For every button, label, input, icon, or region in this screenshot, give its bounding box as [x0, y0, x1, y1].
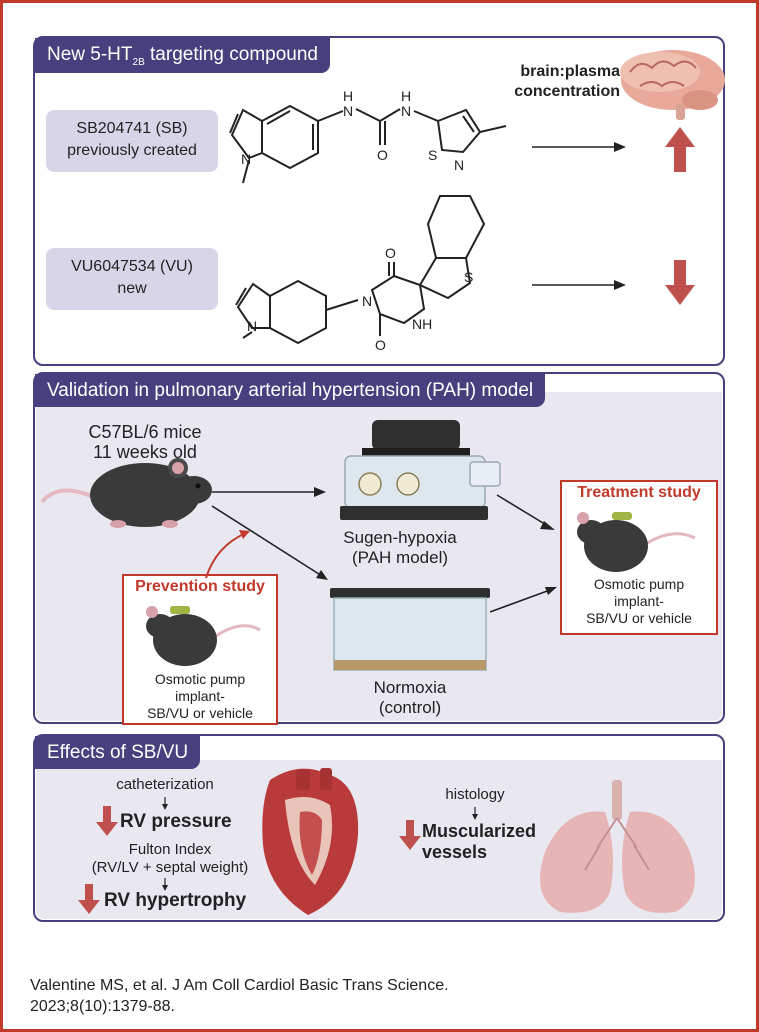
vu6047534-atoms: N N O O S NH: [247, 245, 473, 353]
section-title-compound: New 5-HT2B targeting compound: [35, 38, 330, 73]
compound1-note: previously created: [67, 142, 197, 159]
rv-pressure-label: RV pressure: [120, 811, 232, 832]
flow-arrows: [211, 491, 551, 613]
treatment-line3: SB/VU or vehicle: [586, 610, 692, 626]
fulton-index-label: Fulton Index (RV/LV + septal weight): [55, 841, 285, 877]
prevention-line2: implant-: [175, 688, 225, 704]
mice-age: 11 weeks old: [93, 442, 197, 462]
muscularized-line2: vessels: [422, 842, 488, 862]
prevention-mouse: [146, 606, 261, 666]
atom-n: N: [247, 318, 257, 334]
atom-h: H: [343, 88, 353, 104]
section-title-effects: Effects of SB/VU: [35, 736, 201, 769]
atom-o: O: [377, 147, 388, 163]
atom-nh: NH: [412, 316, 432, 332]
hypoxia-chamber: [340, 420, 501, 520]
hypoxia-subtitle: (PAH model): [351, 548, 449, 567]
compound2-name: VU6047534 (VU): [71, 258, 193, 275]
atom-s: S: [464, 269, 473, 285]
atom-n: N: [454, 157, 464, 173]
normoxia-subtitle: (control): [378, 698, 442, 717]
arrow-head-right: [614, 142, 626, 152]
prevention-arrow: [205, 532, 247, 579]
brain-plasma-label: brain:plasma concentration: [514, 63, 620, 100]
treatment-line1: Osmotic pump: [593, 576, 685, 592]
treatment-line2: implant-: [614, 593, 664, 609]
arrow-head-right: [316, 570, 328, 580]
rv-hypertrophy-label: RV hypertrophy: [104, 890, 247, 911]
arrow-head-right: [540, 521, 555, 530]
vu6047534-structure: [235, 195, 486, 345]
citation-line1: Valentine MS, et al. J Am Coll Cardiol B…: [30, 977, 449, 994]
arrow-head-prevention: [239, 530, 250, 539]
title-main: New 5-HT: [47, 44, 133, 65]
section2-graphics: [40, 420, 696, 671]
section-title-validation: Validation in pulmonary arterial hyperte…: [35, 374, 546, 407]
muscularized-line1: Muscularized: [422, 821, 537, 841]
atom-h: H: [401, 88, 411, 104]
prevention-title: Prevention study: [135, 578, 265, 595]
vessels-down-arrow: [399, 820, 421, 850]
treatment-caption: Osmotic pump implant- SB/VU or vehicle: [560, 576, 718, 627]
atom-n: N: [401, 103, 411, 119]
title-end: targeting compound: [144, 44, 318, 65]
rv-pressure-down-arrow: [96, 806, 118, 836]
decrease-arrow: [665, 260, 695, 305]
arrow-head-right: [545, 587, 557, 595]
lungs-illustration: [540, 780, 695, 913]
mice-strain: C57BL/6 mice: [88, 422, 202, 442]
prevention-line3: SB/VU or vehicle: [147, 705, 253, 721]
atom-n: N: [241, 151, 251, 167]
sb204741-structure: [229, 104, 507, 184]
section1-graphics: N N H O N H S N N N O O S NH: [229, 50, 725, 353]
catheterization-label: catheterization: [116, 776, 214, 793]
fulton-title: Fulton Index: [128, 841, 212, 858]
atom-s: S: [428, 147, 437, 163]
fulton-subtitle: (RV/LV + septal weight): [91, 859, 249, 876]
treatment-title: Treatment study: [577, 484, 701, 501]
prevention-caption: Osmotic pump implant- SB/VU or vehicle: [122, 671, 278, 722]
compound2-pill: VU6047534 (VU) new: [46, 248, 218, 310]
citation: Valentine MS, et al. J Am Coll Cardiol B…: [30, 975, 449, 1017]
hypoxia-title: Sugen-hypoxia: [343, 528, 457, 547]
heart-illustration: [262, 768, 359, 915]
prevention-line1: Osmotic pump: [154, 671, 246, 687]
atom-n: N: [343, 103, 353, 119]
brain-illustration: [620, 50, 725, 120]
mice-label: C57BL/6 mice 11 weeks old: [60, 422, 230, 462]
compound1-pill: SB204741 (SB) previously created: [46, 110, 218, 172]
title-subscript: 2B: [132, 56, 145, 68]
atom-o: O: [375, 337, 386, 353]
atom-o: O: [385, 245, 396, 261]
normoxia-cage: [330, 588, 490, 671]
atom-n: N: [362, 293, 372, 309]
treatment-mouse: [577, 512, 696, 572]
section3-graphics: [78, 768, 695, 915]
sb204741-atoms: N N H O N H S N: [241, 88, 464, 173]
effect-arrows: [532, 146, 620, 286]
arrow-head-right: [614, 280, 626, 290]
citation-line2: 2023;8(10):1379-88.: [30, 998, 175, 1015]
histology-label: histology: [445, 786, 505, 803]
arrow-head-right: [314, 487, 326, 497]
muscularized-vessels-label: Muscularized vessels: [422, 821, 552, 863]
increase-arrow: [665, 127, 695, 172]
compound1-name: SB204741 (SB): [76, 120, 188, 137]
normoxia-label: Normoxia (control): [330, 678, 490, 718]
mouse-illustration: [40, 458, 212, 528]
hypoxia-label: Sugen-hypoxia (PAH model): [320, 528, 480, 568]
compound2-note: new: [117, 280, 147, 297]
normoxia-title: Normoxia: [373, 678, 447, 697]
rv-hypertrophy-down-arrow: [78, 884, 100, 914]
